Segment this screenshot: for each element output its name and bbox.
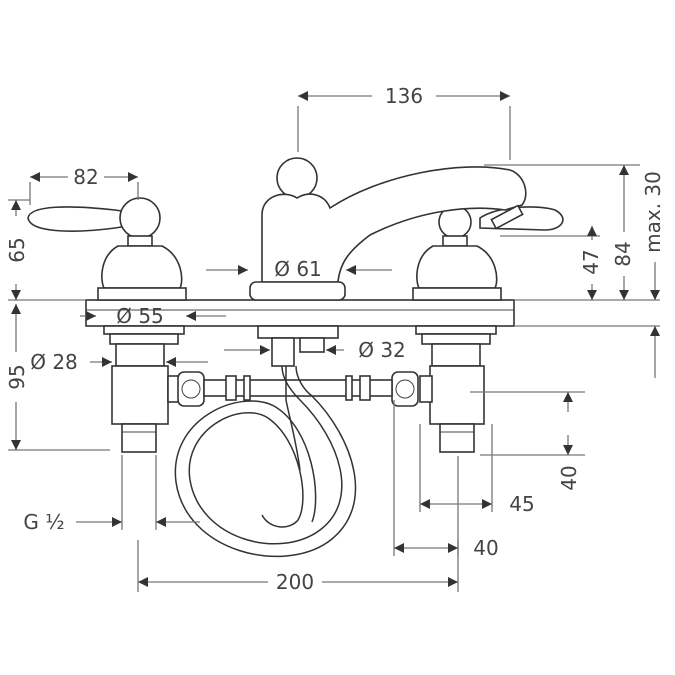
dim-handle-height: 65 bbox=[5, 237, 29, 262]
dim-shank-length: 95 bbox=[5, 364, 29, 389]
dim-spout-height: 47 bbox=[579, 249, 603, 274]
dimension-labels: 136 82 65 Ø 61 84 47 max. 30 Ø 55 Ø 32 Ø… bbox=[5, 84, 665, 594]
dimension-arrows bbox=[11, 91, 660, 587]
dim-shank-diameter-center: Ø 32 bbox=[358, 338, 406, 362]
extension-lines bbox=[8, 106, 660, 592]
dim-total-height: 84 bbox=[611, 241, 635, 266]
dim-handle-width: 82 bbox=[73, 165, 98, 189]
dim-base-diameter-side: Ø 55 bbox=[116, 304, 164, 328]
right-valve bbox=[415, 325, 497, 453]
dim-valve-depth: 40 bbox=[557, 465, 581, 490]
dim-valve-width: 45 bbox=[509, 492, 534, 516]
dim-thread: G ½ bbox=[23, 510, 64, 534]
dim-base-diameter-center: Ø 61 bbox=[274, 257, 322, 281]
dim-spout-reach: 136 bbox=[385, 84, 423, 108]
hose-connectors bbox=[177, 371, 419, 407]
right-handle bbox=[412, 205, 564, 301]
left-handle bbox=[27, 197, 187, 301]
center-spout bbox=[249, 157, 527, 301]
flexible-hose bbox=[174, 365, 357, 558]
faucet-body bbox=[27, 157, 564, 558]
dim-max-thickness: max. 30 bbox=[641, 171, 665, 253]
dim-connector-width: 40 bbox=[473, 536, 498, 560]
dim-shank-diameter-side: Ø 28 bbox=[30, 350, 78, 374]
left-valve bbox=[103, 325, 185, 453]
dim-center-spacing: 200 bbox=[276, 570, 314, 594]
